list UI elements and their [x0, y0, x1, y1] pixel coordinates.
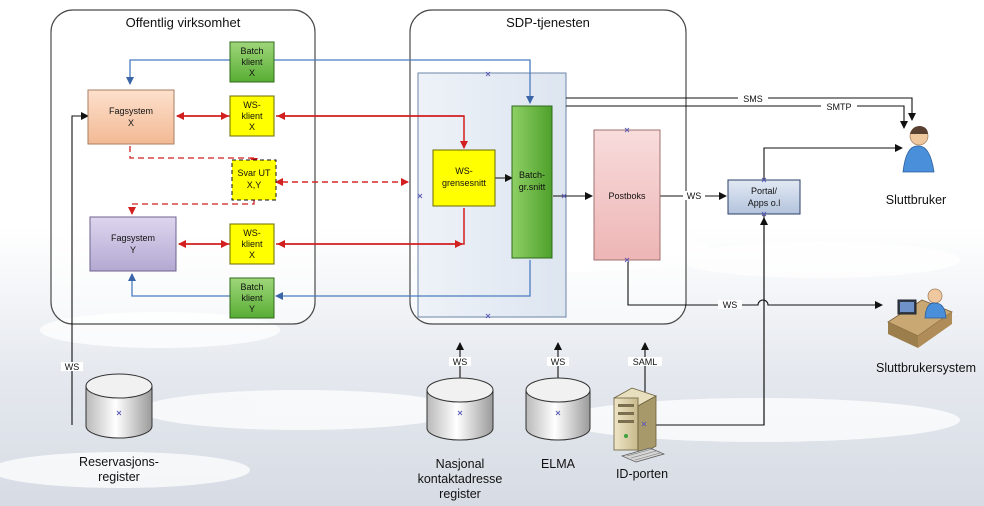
ws-client-bottom: WS- klient X — [229, 223, 275, 265]
label-ws-enduser-system: WS — [723, 300, 738, 310]
svg-text:klient: klient — [241, 57, 263, 67]
group-title: SDP-tjenesten — [506, 15, 590, 30]
server-icon — [613, 387, 666, 463]
svg-text:Y: Y — [130, 245, 136, 255]
svg-text:Fagsystem: Fagsystem — [109, 106, 153, 116]
label-sms: SMS — [743, 94, 763, 104]
batch-client-top: Batch klient X — [229, 41, 275, 83]
svg-text:Batch: Batch — [240, 46, 263, 56]
svg-text:Portal/: Portal/ — [751, 186, 778, 196]
label-saml: SAML — [633, 357, 658, 367]
group-title: Offentlig virksomhet — [126, 15, 241, 30]
black-connectors — [71, 97, 916, 429]
svg-text:Svar UT: Svar UT — [237, 168, 271, 178]
svg-text:grensesnitt: grensesnitt — [442, 178, 487, 188]
svg-text:X: X — [128, 118, 134, 128]
nasjonal-register-label-line3: register — [439, 487, 481, 501]
connection-point-markers — [116, 71, 767, 427]
svg-text:Fagsystem: Fagsystem — [111, 233, 155, 243]
nasjonal-register-label: Nasjonal — [436, 457, 485, 471]
elma-database-icon — [525, 377, 591, 441]
label-ws-postboks-portal: WS — [687, 191, 702, 201]
svg-text:X: X — [249, 250, 255, 260]
reservation-register-database-icon — [85, 373, 153, 439]
svg-text:WS-: WS- — [455, 166, 473, 176]
blue-connectors — [126, 59, 534, 300]
svg-text:klient: klient — [241, 239, 263, 249]
svg-text:klient: klient — [241, 111, 263, 121]
svg-text:WS-: WS- — [243, 228, 261, 238]
label-ws-nasjonal: WS — [453, 357, 468, 367]
ws-client-top: WS- klient X — [229, 95, 275, 137]
ws-interface: WS- grensesnitt — [432, 149, 496, 207]
svg-text:X: X — [249, 122, 255, 132]
svg-text:Batch-: Batch- — [519, 170, 545, 180]
svg-text:X,Y: X,Y — [247, 180, 262, 190]
nasjonal-register-database-icon — [426, 377, 494, 441]
svg-text:Y: Y — [249, 304, 255, 314]
end-user-icon — [902, 126, 935, 173]
nasjonal-register-label-line2: kontaktadresse — [418, 472, 503, 486]
elma-label: ELMA — [541, 457, 576, 471]
reservation-register-label: Reservasjons- — [79, 455, 159, 469]
red-connectors — [176, 112, 468, 248]
svg-text:klient: klient — [241, 293, 263, 303]
end-user-system-icon — [887, 288, 953, 348]
label-ws-reservation: WS — [65, 362, 80, 372]
svg-text:Postboks: Postboks — [608, 191, 646, 201]
postboks: Postboks — [593, 129, 661, 261]
svg-text:X: X — [249, 68, 255, 78]
fagsystem-y: Fagsystem Y — [89, 216, 177, 272]
id-porten-label: ID-porten — [616, 467, 668, 481]
portal-apps: Portal/ Apps o.l — [727, 179, 801, 215]
svg-text:WS-: WS- — [243, 100, 261, 110]
edge-labels: SMS SMTP WS WS WS WS WS SAML — [61, 94, 857, 372]
red-dashed-connectors — [128, 146, 409, 215]
batch-client-bottom: Batch klient Y — [229, 277, 275, 319]
end-user-label: Sluttbruker — [886, 193, 946, 207]
label-smtp: SMTP — [826, 102, 851, 112]
label-ws-elma: WS — [551, 357, 566, 367]
svg-text:Apps o.l: Apps o.l — [748, 198, 781, 208]
batch-interface: Batch- gr.snitt — [511, 105, 553, 259]
svg-text:Batch: Batch — [240, 282, 263, 292]
reservation-register-label-line2: register — [98, 470, 140, 484]
svar-ut-node: Svar UT X,Y — [231, 159, 277, 201]
fagsystem-x: Fagsystem X — [87, 89, 175, 145]
end-user-system-label: Sluttbrukersystem — [876, 361, 976, 375]
svg-text:gr.snitt: gr.snitt — [519, 182, 546, 192]
